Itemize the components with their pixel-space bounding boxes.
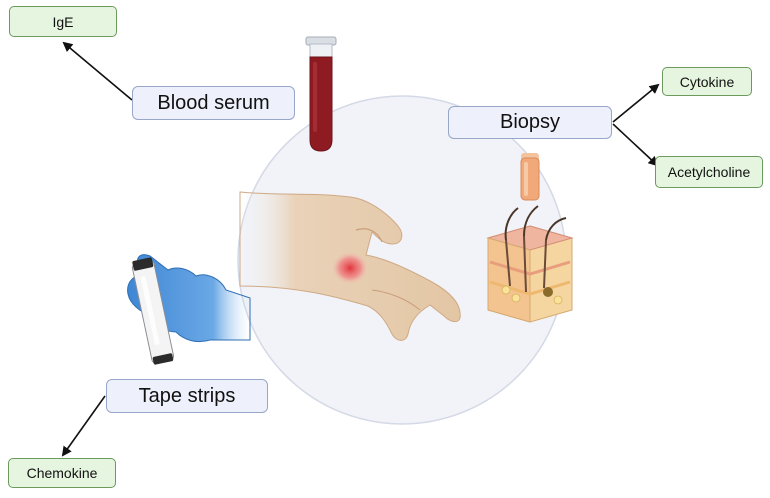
blood-serum-box: Blood serum bbox=[132, 86, 295, 120]
acetylcholine-label: Acetylcholine bbox=[667, 164, 751, 180]
biopsy-punch-icon bbox=[520, 153, 540, 201]
biopsy-label: Biopsy bbox=[499, 111, 561, 133]
skin-cross-section-icon bbox=[486, 205, 574, 323]
acetylcholine-box: Acetylcholine bbox=[655, 156, 763, 188]
cytokine-box: Cytokine bbox=[662, 67, 752, 96]
arrow-blood-serum-to-ige bbox=[62, 41, 133, 101]
tape-strips-box: Tape strips bbox=[106, 379, 268, 413]
blood-serum-label: Blood serum bbox=[157, 91, 270, 114]
ige-box: IgE bbox=[9, 6, 117, 37]
chemokine-label: Chemokine bbox=[26, 465, 98, 481]
cytokine-label: Cytokine bbox=[679, 73, 735, 90]
ige-label: IgE bbox=[52, 13, 74, 30]
gloved-hand-tape-strip-icon bbox=[127, 254, 251, 365]
arrow-tape-strips-to-chemokine bbox=[61, 395, 106, 457]
chemokine-box: Chemokine bbox=[8, 458, 116, 488]
arrow-biopsy-to-cytokine bbox=[612, 83, 660, 123]
biopsy-box: Biopsy bbox=[448, 106, 612, 139]
arrow-biopsy-to-acetylcholine bbox=[612, 123, 659, 167]
blood-test-tube-icon bbox=[305, 36, 337, 152]
tape-strips-label: Tape strips bbox=[138, 384, 236, 407]
scratching-hand-icon bbox=[239, 191, 461, 341]
